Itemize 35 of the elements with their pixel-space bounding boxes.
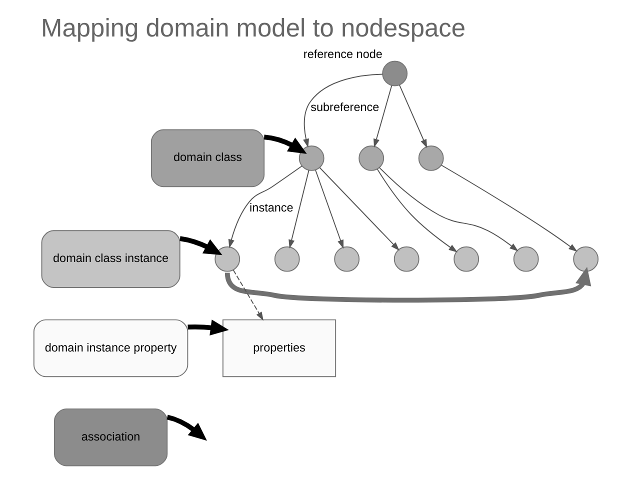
arrow <box>441 164 578 252</box>
node-box: association <box>54 408 168 466</box>
edge-label: instance <box>250 202 294 215</box>
node-circle <box>334 246 360 272</box>
arrow <box>232 270 264 321</box>
node-circle <box>513 246 539 272</box>
node-box: domain class instance <box>41 230 180 288</box>
node-circle <box>418 145 444 171</box>
node-circle <box>214 246 240 272</box>
arrow <box>376 168 458 252</box>
arrow <box>315 170 344 249</box>
diagram-title: Mapping domain model to nodespace <box>41 14 466 43</box>
arrow <box>378 167 518 252</box>
node-box: properties <box>222 319 336 378</box>
node-circle <box>358 145 384 171</box>
node-circle <box>394 246 420 272</box>
arrow <box>303 74 384 148</box>
node-box: domain instance property <box>33 319 188 378</box>
arrow <box>264 134 307 154</box>
arrow <box>319 167 400 251</box>
node-circle <box>298 145 324 171</box>
node-label: reference node <box>303 48 382 61</box>
node-box: domain class <box>150 129 265 188</box>
arrow <box>288 170 310 249</box>
edge-label: subreference <box>310 100 380 114</box>
arrow <box>180 236 222 256</box>
arrow <box>224 266 592 303</box>
node-circle <box>573 246 599 272</box>
node-circle <box>274 246 300 272</box>
arrow <box>398 84 428 148</box>
node-circle <box>382 60 408 86</box>
arrow <box>374 85 392 148</box>
arrow <box>188 320 229 336</box>
node-circle <box>454 246 480 272</box>
arrow <box>228 166 302 248</box>
